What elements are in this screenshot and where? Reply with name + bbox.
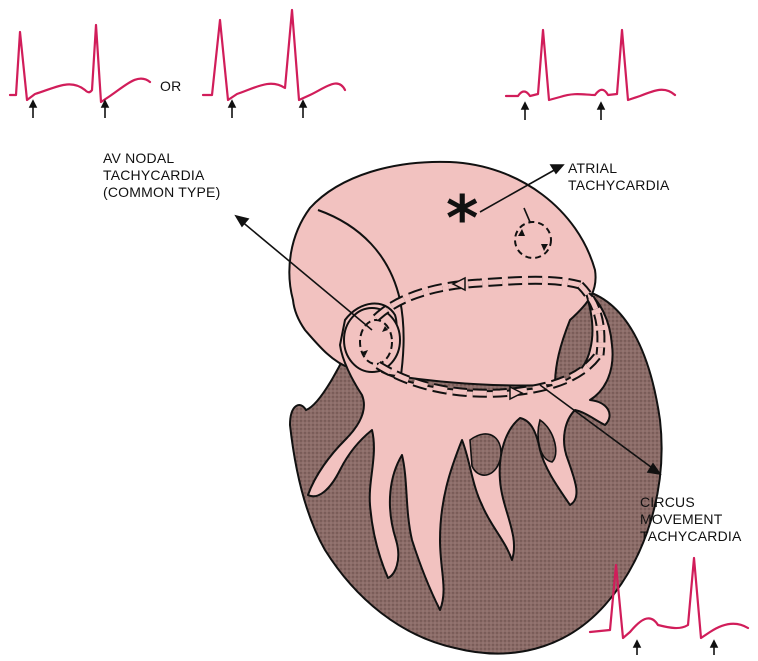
arrow-up-icon <box>102 101 108 118</box>
circus-movement-tachycardia-label: CIRCUS MOVEMENT TACHYCARDIA <box>640 494 742 545</box>
arrow-up-icon <box>30 101 36 118</box>
ecg-strip-av-nodal-2 <box>203 10 345 100</box>
ecg-strip-av-nodal-1 <box>10 25 150 102</box>
arrow-up-icon <box>522 103 528 120</box>
arrow-up-icon <box>711 641 717 655</box>
arrow-up-icon <box>229 101 235 118</box>
ecg-strip-atrial <box>506 30 675 100</box>
av-nodal-tachycardia-label: AV NODAL TACHYCARDIA (COMMON TYPE) <box>103 150 220 201</box>
ventricle-cavity-1 <box>470 434 501 475</box>
arrow-up-icon <box>300 101 306 118</box>
atria <box>289 162 595 386</box>
arrow-up-icon <box>598 103 604 120</box>
asterisk-icon: * <box>446 188 478 250</box>
atrial-tachycardia-label: ATRIAL TACHYCARDIA <box>568 160 670 194</box>
arrow-up-icon <box>634 641 640 655</box>
or-label: OR <box>160 78 181 95</box>
